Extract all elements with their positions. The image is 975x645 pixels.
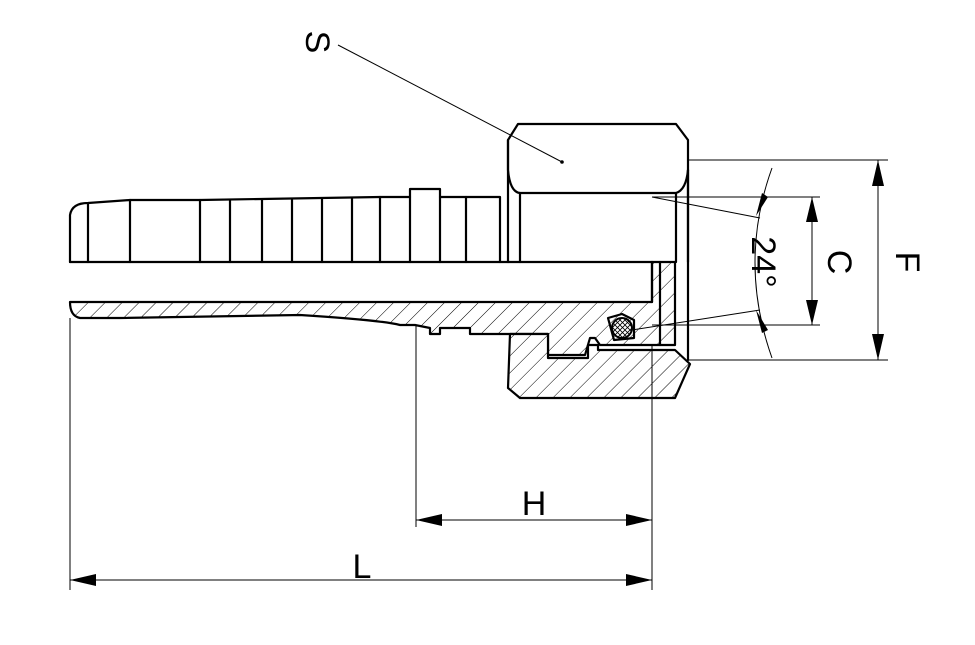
s-leader	[337, 44, 563, 163]
dimension-h	[415, 325, 653, 590]
dimension-f	[688, 159, 888, 361]
label-f: F	[888, 252, 926, 273]
dimension-l	[69, 318, 652, 590]
label-l: L	[353, 548, 372, 586]
label-angle: 24°	[744, 236, 782, 287]
dimension-c	[652, 196, 820, 326]
dimension-angle	[631, 167, 773, 359]
nipple-section	[68, 260, 692, 400]
hose-tail	[68, 187, 654, 264]
label-h: H	[522, 485, 547, 523]
label-c: C	[820, 250, 858, 275]
label-s: S	[298, 31, 336, 54]
